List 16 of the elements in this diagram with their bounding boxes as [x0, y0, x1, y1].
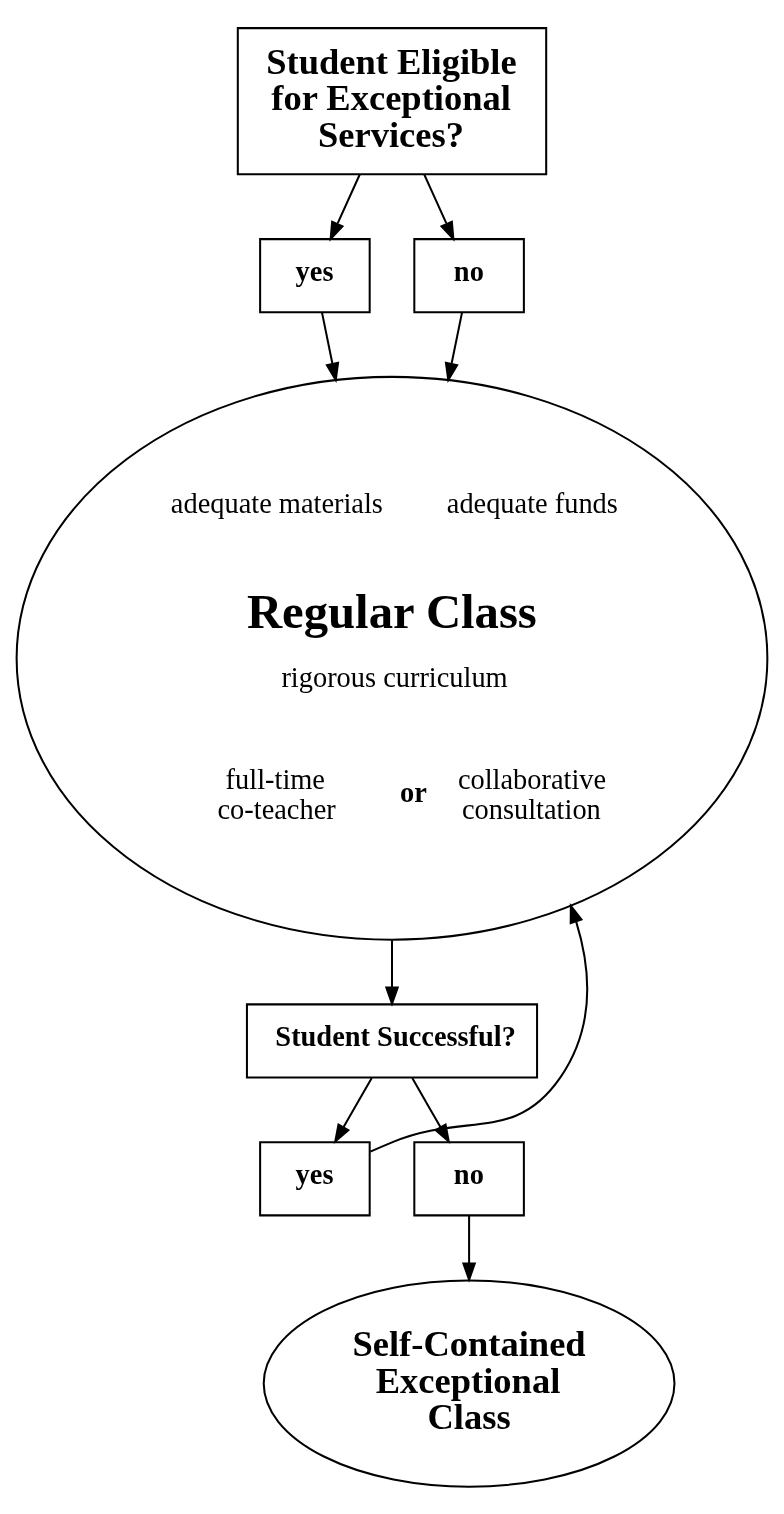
node-ellipse: Self-Contained Exceptional Class	[262, 1278, 676, 1488]
arrow	[384, 939, 400, 1007]
arrow	[462, 1215, 477, 1283]
arrow	[321, 311, 340, 383]
node-box: yes	[259, 237, 371, 313]
arrow	[329, 173, 361, 242]
arrow	[444, 311, 463, 383]
arrow	[423, 173, 455, 242]
node-box: Student Successful?	[245, 1002, 539, 1078]
node-box: no	[413, 237, 525, 313]
node-box: Student Eligible for Exceptional Services?	[236, 26, 548, 175]
arrow	[369, 902, 589, 1153]
node-ellipse: adequate materials adequate funds Regular Class rigorous curriculum full-time co-teacher or collaborative consultation	[15, 375, 769, 941]
arrow	[333, 1077, 373, 1144]
node-box: yes	[259, 1140, 371, 1216]
node-box: no	[413, 1140, 525, 1216]
